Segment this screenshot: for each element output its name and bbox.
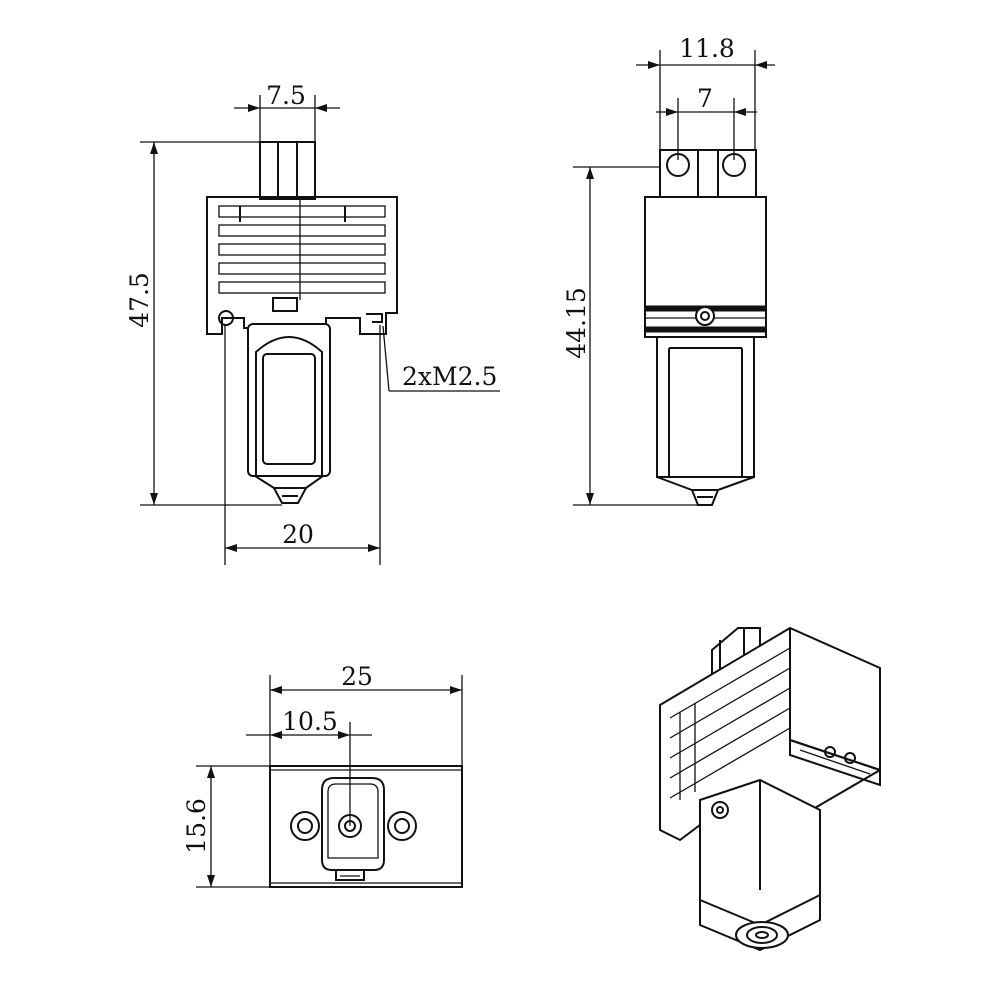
front-heatsink	[206, 196, 398, 335]
screw-note: 2xM2.5	[402, 362, 497, 391]
dim-height-side: 44.15	[562, 287, 591, 359]
front-nozzle-hex	[251, 475, 327, 489]
side-heater-block	[656, 336, 755, 478]
bottom-outline	[269, 765, 463, 888]
side-nozzle-hex	[656, 476, 755, 491]
bottom-screw-right	[387, 811, 417, 841]
dim-width-bottom: 20	[282, 520, 314, 549]
dim-width-top: 7.5	[266, 81, 306, 110]
dim-bottom-offset: 10.5	[282, 707, 338, 736]
bottom-screw-left	[290, 811, 320, 841]
side-screw	[695, 306, 715, 326]
front-view	[206, 141, 398, 504]
side-dimensions: 11.8 7 44.15	[562, 34, 775, 506]
front-heatbreak	[259, 141, 316, 200]
dim-bottom-depth: 15.6	[182, 798, 211, 854]
iso-nozzle-hex	[735, 921, 789, 949]
front-nozzle-clamp	[272, 297, 298, 312]
side-view	[644, 149, 767, 506]
isometric-view	[659, 626, 881, 952]
dim-width-outer: 11.8	[679, 34, 735, 63]
front-screw-hole-left	[218, 310, 234, 326]
bottom-tab	[335, 870, 365, 881]
iso-band	[789, 738, 881, 787]
dim-bottom-width: 25	[341, 662, 373, 691]
iso-screw	[711, 801, 729, 819]
front-screw-hole-right	[366, 313, 383, 323]
dim-width-inner: 7	[697, 84, 713, 113]
front-dimensions: 7.5 47.5 20 2xM2.5	[125, 81, 500, 565]
bottom-view	[269, 765, 463, 888]
front-heater-block	[247, 323, 331, 477]
bottom-heater-outline	[321, 777, 385, 871]
dim-height-front: 47.5	[125, 272, 154, 328]
side-band-bottom	[644, 326, 767, 333]
bottom-dimensions: 25 10.5 15.6	[182, 662, 463, 888]
